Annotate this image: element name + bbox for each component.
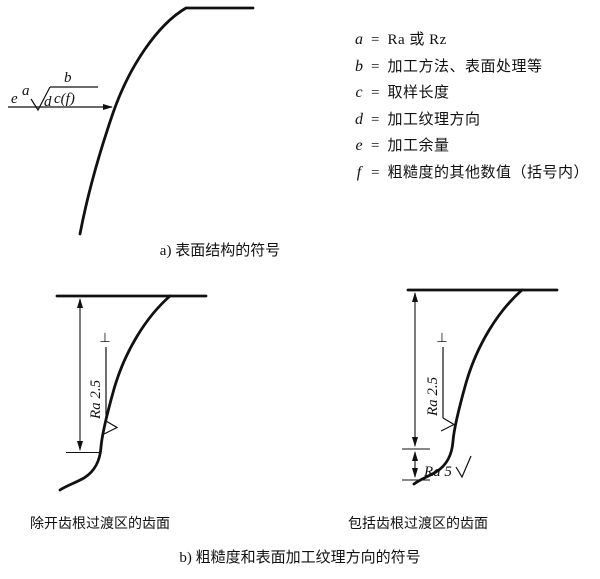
caption-section-b: b) 粗糙度和表面加工纹理方向的符号 <box>179 550 421 566</box>
symbol-letter-e: e <box>11 91 18 107</box>
legend-desc: 粗糙度的其他数值（括号内） <box>387 164 589 181</box>
legend-row-a: a = Ra 或 Rz <box>352 28 589 55</box>
right-root-roughness-check-icon <box>455 455 472 479</box>
legend-key: e <box>355 137 363 154</box>
legend-key: b <box>355 57 363 75</box>
caption-right-figure: 包括齿根过渡区的齿面 <box>348 517 488 532</box>
legend-row-d: d = 加工纹理方向 <box>352 108 589 135</box>
legend: a = Ra 或 Rz b = 加工方法、表面处理等 c = 取样长度 d = … <box>352 28 589 187</box>
surface-symbol-check-icon <box>30 86 51 112</box>
legend-equals: = <box>371 85 380 101</box>
legend-equals: = <box>371 58 380 75</box>
symbol-letter-b: b <box>64 70 72 86</box>
legend-equals: = <box>371 111 380 128</box>
legend-desc: Ra 或 Rz <box>387 32 447 48</box>
legend-key: f <box>356 163 362 181</box>
legend-equals: = <box>371 138 380 154</box>
tooth-flank-curve-a <box>78 6 255 236</box>
right-roughness-check-icon <box>440 417 456 432</box>
symbol-letter-a: a <box>22 83 30 99</box>
legend-key: c <box>355 84 363 101</box>
caption-section-a: a) 表面结构的符号 <box>159 243 281 259</box>
right-flank-roughness-label: Ra 2.5 <box>425 376 441 417</box>
symbol-letter-d: d <box>44 94 52 110</box>
caption-left-figure: 除开齿根过渡区的齿面 <box>30 517 170 532</box>
legend-desc: 加工余量 <box>387 138 450 154</box>
legend-equals: = <box>371 164 380 181</box>
legend-row-b: b = 加工方法、表面处理等 <box>352 55 589 82</box>
left-roughness-check-icon <box>103 420 119 435</box>
legend-row-f: f = 粗糙度的其他数值（括号内） <box>352 161 589 188</box>
right-lay-perpendicular-symbol: ⊥ <box>436 331 447 346</box>
right-root-roughness-label: Ra 5 <box>423 464 452 480</box>
legend-desc: 加工方法、表面处理等 <box>387 58 543 75</box>
legend-key: a <box>355 31 363 48</box>
legend-desc: 加工纹理方向 <box>387 111 481 128</box>
legend-row-c: c = 取样长度 <box>352 81 589 108</box>
legend-key: d <box>355 110 363 128</box>
left-tooth-flank-curve <box>58 294 172 492</box>
legend-equals: = <box>371 32 380 48</box>
symbol-letter-cf: c(f) <box>54 91 75 107</box>
left-lay-perpendicular-symbol: ⊥ <box>99 331 110 346</box>
legend-row-e: e = 加工余量 <box>352 134 589 161</box>
right-tooth-flank-curve <box>412 288 524 486</box>
left-roughness-label: Ra 2.5 <box>88 379 104 420</box>
legend-desc: 取样长度 <box>387 85 450 101</box>
